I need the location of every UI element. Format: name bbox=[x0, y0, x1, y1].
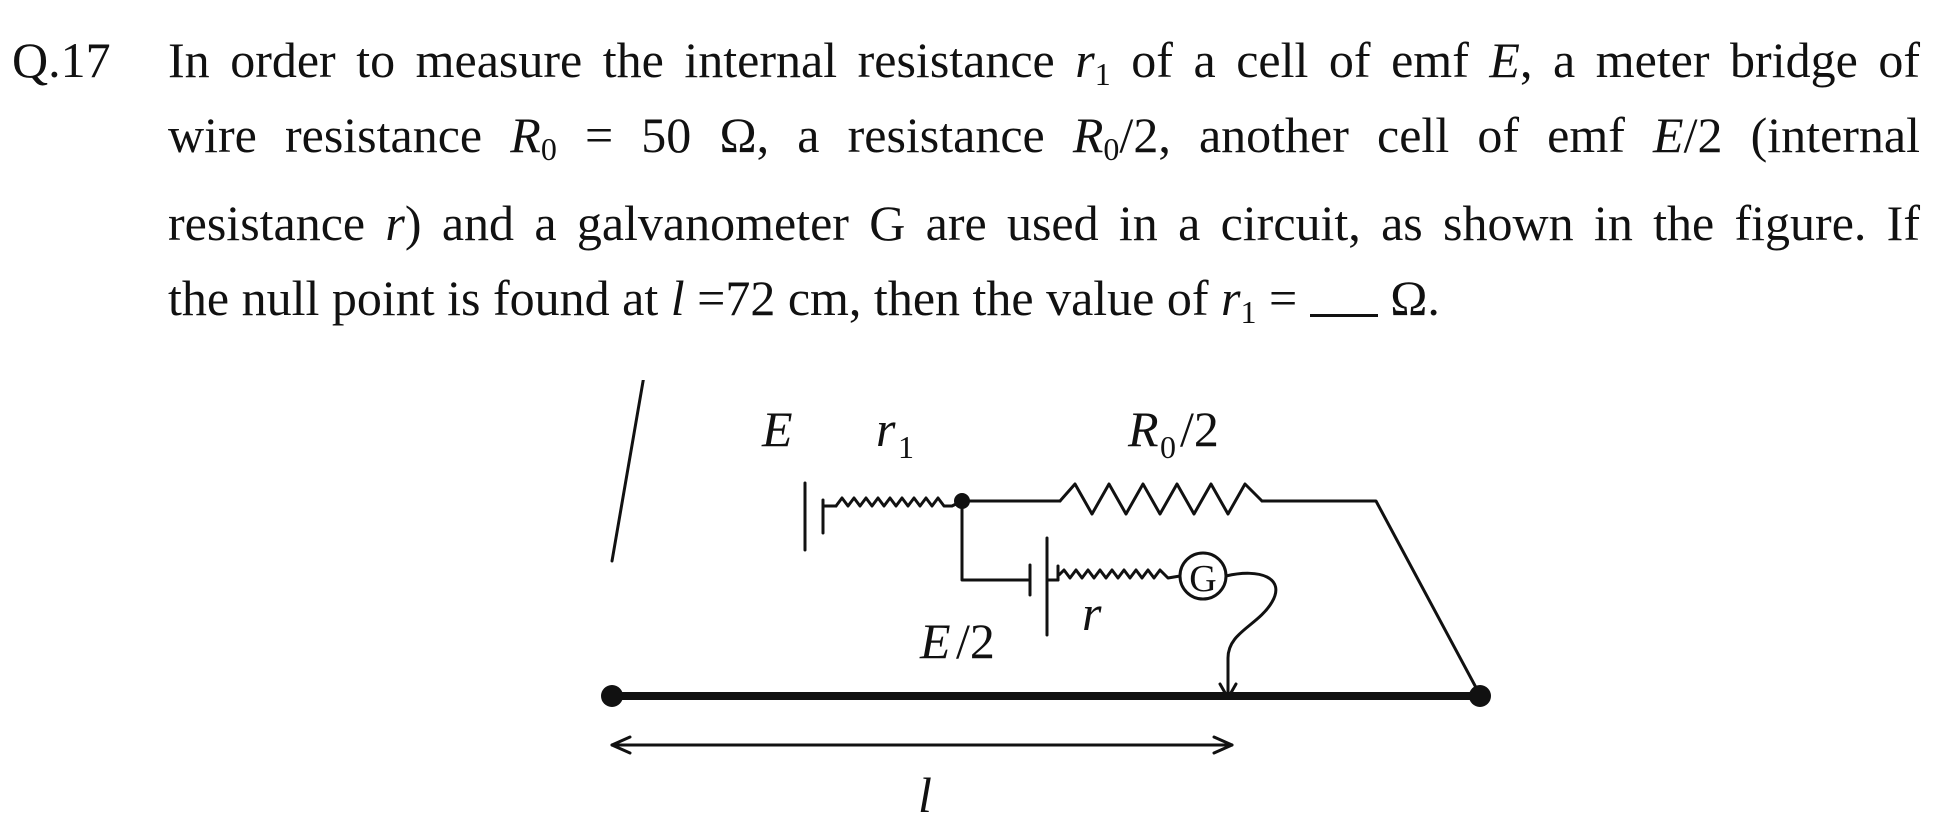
jockey-wire bbox=[1224, 571, 1278, 698]
label-r: r bbox=[1082, 585, 1102, 641]
resistor-R0-half bbox=[1058, 482, 1264, 516]
symbol-r: r bbox=[1075, 32, 1095, 88]
terminal-left bbox=[601, 685, 623, 707]
circuit-diagram: E r 1 R 0 /2 E /2 r G l bbox=[601, 380, 1491, 823]
label-l: l bbox=[918, 767, 932, 823]
resistor-r bbox=[1056, 564, 1182, 582]
text: =72 cm, then the value of bbox=[684, 270, 1222, 326]
terminal-right bbox=[1469, 685, 1491, 707]
length-arrow-right-head bbox=[1212, 735, 1234, 755]
question-line-3: resistance r) and a galvanometer G are u… bbox=[168, 193, 1920, 253]
symbol-subscript: 0 bbox=[540, 131, 557, 167]
text: of a cell of emf bbox=[1110, 32, 1490, 88]
label-R0: R bbox=[1127, 401, 1159, 457]
symbol-l: l bbox=[670, 270, 685, 326]
symbol-r: r bbox=[1221, 270, 1241, 326]
answer-blank bbox=[1309, 284, 1378, 317]
text: wire resistance bbox=[168, 107, 511, 163]
label-G: G bbox=[1189, 558, 1216, 600]
label-R0-rest: /2 bbox=[1180, 401, 1219, 457]
label-R0-sub: 0 bbox=[1160, 429, 1176, 465]
text: ) and a galvanometer G are used in a cir… bbox=[404, 195, 1920, 251]
question-line-1: In order to measure the internal resista… bbox=[168, 30, 1920, 90]
symbol-subscript: 1 bbox=[1240, 294, 1257, 330]
wire-right bbox=[1260, 499, 1482, 697]
label-E2: E bbox=[919, 613, 951, 669]
question-number: Q.17 bbox=[12, 32, 111, 88]
symbol-R: R bbox=[1072, 107, 1104, 163]
symbol-R: R bbox=[510, 107, 541, 163]
text: In order to measure the internal resista… bbox=[168, 32, 1076, 88]
label-E2-rest: /2 bbox=[956, 613, 995, 669]
text: resistance bbox=[168, 195, 386, 251]
text: the null point is found at bbox=[168, 270, 671, 326]
text: = 50 Ω, a resistance bbox=[556, 107, 1073, 163]
text: /2, another cell of emf bbox=[1119, 107, 1654, 163]
resistor-r1 bbox=[834, 496, 964, 508]
text: , a meter bridge of bbox=[1519, 32, 1920, 88]
label-E: E bbox=[761, 401, 793, 457]
junction-dot bbox=[954, 493, 970, 509]
text: = bbox=[1256, 270, 1310, 326]
wire-branch bbox=[960, 499, 1030, 582]
text: /2 (internal bbox=[1683, 107, 1920, 163]
question-line-2: wire resistance R0 = 50 Ω, a resistance … bbox=[168, 105, 1920, 165]
wire-left bbox=[610, 380, 645, 563]
label-r1-sub: 1 bbox=[898, 429, 914, 465]
label-r1: r bbox=[876, 401, 896, 457]
question-block: Q.17 In order to measure the internal re… bbox=[0, 0, 1938, 340]
symbol-subscript: 0 bbox=[1103, 131, 1120, 167]
text: Ω. bbox=[1377, 270, 1440, 326]
symbol-E: E bbox=[1653, 107, 1684, 163]
length-arrow-left-head bbox=[610, 735, 632, 755]
symbol-subscript: 1 bbox=[1094, 56, 1111, 92]
symbol-r: r bbox=[385, 195, 405, 251]
question-line-4: the null point is found at l =72 cm, the… bbox=[168, 268, 1920, 328]
circuit-figure: E r 1 R 0 /2 E /2 r G l bbox=[0, 380, 1938, 828]
symbol-E: E bbox=[1489, 32, 1520, 88]
